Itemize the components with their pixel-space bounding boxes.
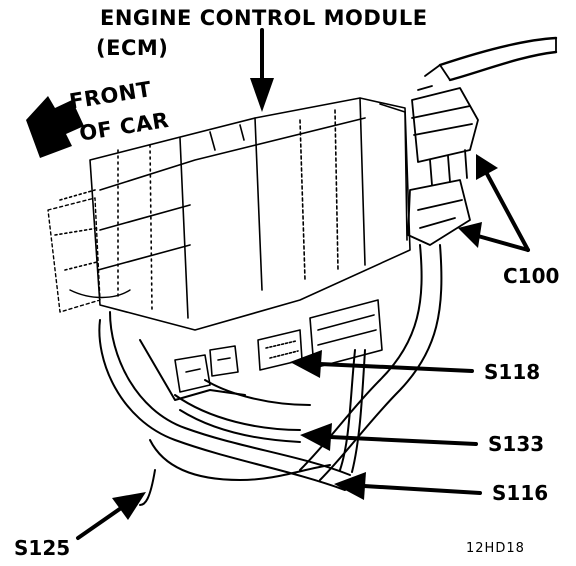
s118-arrow (290, 350, 474, 378)
ecm-label-line2: (ECM) (96, 36, 169, 60)
ecm-module-body (54, 97, 411, 331)
front-of-car-arrow (26, 96, 84, 158)
wiring-harness (98, 244, 443, 506)
ecm-arrow (250, 28, 274, 112)
s125-arrow (76, 492, 146, 540)
s118-label: S118 (484, 360, 541, 384)
c100-arrow-upper (476, 154, 530, 252)
s133-label: S133 (488, 432, 545, 456)
s125-label: S125 (14, 536, 71, 560)
c100-connector (407, 36, 558, 246)
s125-splice-area (174, 345, 239, 393)
figure-code: 12HD18 (466, 541, 525, 556)
s116-label: S116 (492, 481, 549, 505)
s116-arrow (334, 472, 482, 500)
s133-arrow (300, 423, 478, 451)
ecm-label-line1: ENGINE CONTROL MODULE (100, 6, 428, 30)
c100-label: C100 (503, 264, 560, 288)
mounting-bracket (47, 197, 131, 313)
c100-arrow-lower (458, 222, 530, 252)
